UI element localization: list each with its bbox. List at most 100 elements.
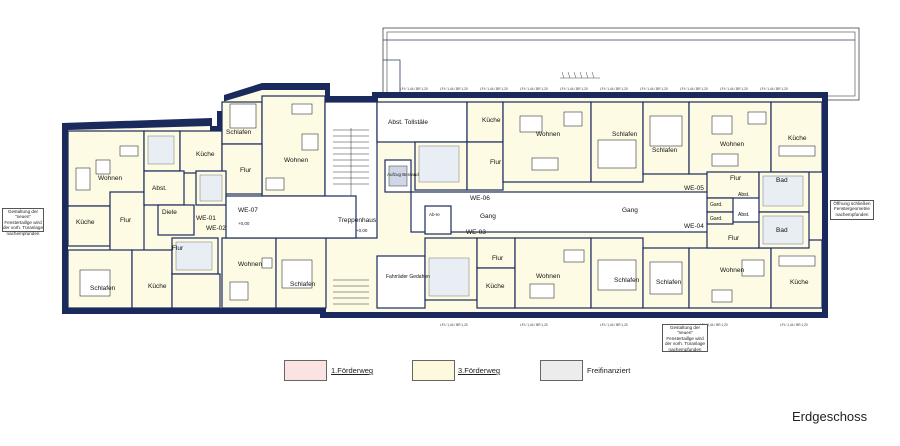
unit-we07: WE-07 [238, 207, 258, 214]
label-diele: Diele [162, 209, 177, 216]
furniture [75, 103, 816, 303]
room-flur-we06 [466, 141, 504, 191]
label-wohnen-1: Wohnen [98, 175, 122, 182]
unit-we06: WE-06 [470, 195, 490, 202]
dim-tag: LFt / 1,44 / BR 1,20 [600, 87, 628, 91]
label-abst-7: Abst. [738, 212, 749, 218]
label-abst-5: Abst. [738, 192, 749, 198]
label-kueche-3: Küche [196, 151, 215, 158]
label-schlafen-3: Schlafen [226, 129, 252, 136]
dim-tag: LFt / 1,44 / BR 1,20 [520, 323, 548, 327]
corridor-gang [410, 191, 802, 233]
label-kueche-1: Küche [76, 219, 95, 226]
label-schlafen-1: Schlafen [90, 285, 116, 292]
label-flur-2: Flur [172, 245, 184, 252]
dim-tag: LFt / 1,44 / BR 1,20 [440, 323, 468, 327]
label-gang-2: Gang [480, 213, 496, 220]
dim-tag: LFt / 1,44 / BR 1,20 [520, 87, 548, 91]
room-flur-we03 [476, 237, 516, 269]
room-abst [143, 170, 185, 206]
room-kueche-we04 [770, 239, 823, 309]
roof-annex [382, 27, 860, 101]
unit-we04: WE-04 [684, 223, 704, 230]
room-flur-we02 [171, 273, 221, 309]
label-kueche-2: Küche [148, 283, 167, 290]
label-kueche-6: Küche [486, 283, 505, 290]
room-kueche-we05 [770, 101, 823, 173]
unit-we03: WE-03 [466, 229, 486, 236]
label-abst: Abst. [152, 185, 167, 192]
dim-tag: LFt / 1,44 / BR 1,20 [480, 87, 508, 91]
dim-tag: LFt / 1,44 / BR 1,20 [700, 323, 728, 327]
label-wohnen-2: Wohnen [238, 261, 262, 268]
ab-ie [424, 205, 452, 235]
room-abst-tafelle [376, 101, 468, 143]
label-flur-6: Flur [492, 255, 504, 262]
dim-tag: LFt / 1,44 / BR 1,20 [780, 323, 808, 327]
note-right: Öffnung schließen Fenstergeometrie nache… [830, 200, 874, 220]
label-kueche-5: Küche [788, 135, 807, 142]
label-wohnen-6: Wohnen [536, 273, 560, 280]
legend-label-1: 1.Förderweg [331, 366, 374, 375]
legend-label-3: Freifinanziert [587, 366, 631, 375]
label-flur-7: Flur [728, 235, 740, 242]
room-flur-we01 [109, 191, 145, 253]
label-bad-5: Bad [776, 177, 788, 184]
label-gang-1: Gang [622, 207, 638, 214]
dim-tag: LFt / 1,44 / BR 1,20 [440, 87, 468, 91]
label-gard-5: Gard. [710, 202, 723, 208]
dim-tag: LFt / 1,44 / BR 1,20 [400, 87, 428, 91]
label-schlafen-2: Schlafen [290, 281, 316, 288]
unit-we01: WE-01 [196, 215, 216, 222]
label-schlafen-5: Schlafen [652, 147, 678, 154]
unit-we05: WE-05 [684, 185, 704, 192]
room-flur-we04 [706, 221, 760, 249]
room-gard-we04 [706, 211, 734, 225]
label-treppenhaus: Treppenhaus [338, 217, 377, 224]
note-bottom: Gestaltung der "neuen" Fenstertaillge wi… [662, 324, 708, 352]
label-wohnen-4: Wohnen [536, 131, 560, 138]
label-schlafen-4: Schlafen [612, 131, 638, 138]
label-abst-tafelle: Abst. Tollstäle [388, 119, 428, 126]
label-flur-3: Flur [240, 167, 252, 174]
dim-tag: LFt / 1,44 / BR 1,20 [760, 87, 788, 91]
room-diele [157, 204, 195, 236]
label-kueche-4: Küche [482, 117, 501, 124]
room-fahrrad [376, 255, 426, 309]
label-fahrrad: Fahrräder Gedahen [386, 274, 430, 280]
dim-tag: LFt / 1,44 / BR 1,20 [680, 87, 708, 91]
legend-swatch-2 [412, 360, 455, 381]
label-flur-5: Flur [730, 175, 742, 182]
level-a: +0,00 [238, 221, 250, 226]
page-title: Erdgeschoss [792, 409, 868, 424]
core [225, 101, 802, 309]
dimension-tags: LFt / 1,44 / BR 1,20 LFt / 1,44 / BR 1,2… [400, 87, 808, 327]
label-gard-7: Gard. [710, 216, 723, 222]
label-bad-7: Bad [776, 227, 788, 234]
dim-tag: LFt / 1,44 / BR 1,20 [600, 323, 628, 327]
note-left: Gestaltung der "neuen" Fenstertaillge wi… [2, 208, 44, 236]
label-aufzug: Aufzug Bestand [387, 172, 419, 177]
legend-swatch-3 [540, 360, 583, 381]
dim-tag: LFt / 1,44 / BR 1,20 [720, 87, 748, 91]
dim-tag: LFt / 1,44 / BR 1,20 [560, 87, 588, 91]
label-ab-ie: Ab-Ie [429, 212, 440, 217]
label-schlafen-6: Schlafen [614, 277, 640, 284]
unit-tags: WE-01 WE-02 WE-03 WE-04 WE-05 WE-06 WE-0… [196, 185, 704, 236]
bath-tiles [147, 135, 804, 297]
label-wohnen-5: Wohnen [720, 141, 744, 148]
room-labels: Wohnen Küche Flur Diele Schlafen Küche F… [76, 117, 809, 292]
level-b: +0,00 [356, 228, 368, 233]
label-flur-4: Flur [490, 159, 502, 166]
room-kueche-we07 [221, 143, 263, 195]
dim-tag: LFt / 1,44 / BR 1,20 [640, 87, 668, 91]
label-wohnen-3: Wohnen [284, 157, 308, 164]
hall [225, 195, 357, 239]
room-kueche-we02 [67, 205, 111, 247]
legend-swatch-1 [284, 360, 327, 381]
room-kueche-we02b [131, 249, 173, 309]
label-kueche-7: Küche [790, 279, 809, 286]
label-schlafen-7: Schlafen [656, 279, 682, 286]
room-flur-we05 [706, 171, 760, 199]
